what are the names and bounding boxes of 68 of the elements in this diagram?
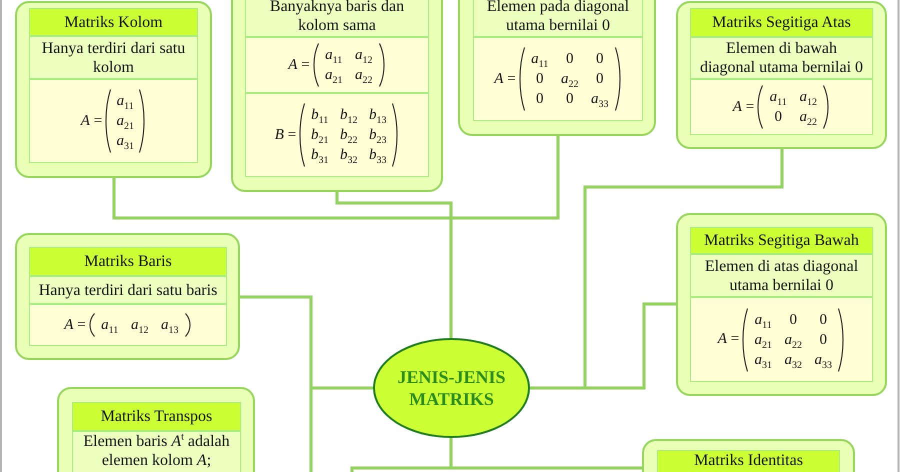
equation-label: A = [64,316,86,334]
equation-label: A = [288,56,310,74]
matrix-row-text: a$_{11}$ [116,92,135,111]
equation-label: A = [718,331,740,348]
equation-label: A = [732,98,754,116]
card-frame [231,0,443,192]
title-band [657,450,840,472]
formula-band [690,297,873,382]
formula-band [29,304,227,346]
title-band [72,402,241,431]
matrix-row-text: b$_{11}$ b$_{12}$ b$_{13}$ [310,106,388,125]
central-title: JENIS-JENIS MATRIKS [396,366,507,410]
matrix-row-text: a$_{11}$ a$_{12}$ [324,46,374,65]
description-text: Elemen pada diagonal utama bernilai 0 [486,0,630,35]
description-band [690,37,873,79]
description-text: Banyaknya baris dan kolom sama [268,0,406,35]
card-title: Matriks Segitiga Atas [712,13,851,32]
equation-label: A = [494,70,516,88]
card-title: Matriks Segitiga Bawah [704,231,859,250]
equation-label: B = [274,126,296,144]
connector-line [530,302,676,390]
card-frame [57,387,255,472]
description-text: Hanya terdiri dari satu kolom [40,38,186,76]
connector-line [450,136,560,338]
matrix-row-text: a$_{21}$ a$_{22}$ 0 [753,330,828,350]
formula-band [690,79,873,135]
matrix-row-text: b$_{31}$ b$_{32}$ b$_{33}$ [310,146,388,165]
description-band [29,276,227,304]
matrix-row-text: a$_{11}$ a$_{12}$ a$_{13}$ [100,316,180,335]
connector-line [310,386,373,472]
card-frame [676,1,887,149]
card-title: Matriks Identitas [694,451,803,470]
formula-band [29,79,198,163]
formula-band [473,37,643,121]
matrix-row-text: a$_{21}$ [115,112,135,131]
card-frame [676,213,887,396]
matrix-row-text: 0 0 a$_{33}$ [534,90,610,109]
description-text: Elemen baris A$^{t}$ adalah elemen kolom A; [82,432,231,470]
card-frame [15,233,240,360]
card-title: Matriks Kolom [64,12,163,32]
title-band [29,247,227,276]
formula-band [245,37,429,93]
title-band [690,8,873,37]
title-band [29,8,198,36]
matrix-row-text: a$_{11}$ a$_{12}$ [768,88,818,107]
card-title: Matriks Baris [84,252,172,271]
equation-label: A = [80,112,102,130]
description-text: Hanya terdiri dari satu baris [38,280,218,300]
matrix-row-text: b$_{21}$ b$_{22}$ b$_{23}$ [310,126,388,145]
card-frame [458,0,656,136]
matrix-row-text: a$_{31}$ [115,132,135,151]
matrix-row-text: a$_{11}$ 0 0 [754,310,828,330]
card-title: Matriks Transpos [100,407,212,426]
description-band [29,36,198,79]
description-band [245,0,429,37]
matrix-row-text: a$_{31}$ a$_{32}$ a$_{33}$ [753,350,833,370]
description-text: Elemen di atas diagonal utama bernilai 0 [704,256,860,294]
connector-line [450,438,642,470]
description-text: Elemen di bawah diagonal utama bernilai 0 [698,39,864,77]
formula-band [245,93,429,177]
description-band [473,0,643,37]
card-frame [15,1,212,178]
description-band [690,254,873,297]
matrix-row-text: 0 a$_{22}$ [773,108,818,127]
title-band [690,227,873,254]
matrix-row-text: a$_{11}$ 0 0 [530,50,604,69]
matrix-row-text: 0 a$_{22}$ 0 [534,70,604,89]
matrix-row-text: a$_{21}$ a$_{22}$ [324,66,374,85]
